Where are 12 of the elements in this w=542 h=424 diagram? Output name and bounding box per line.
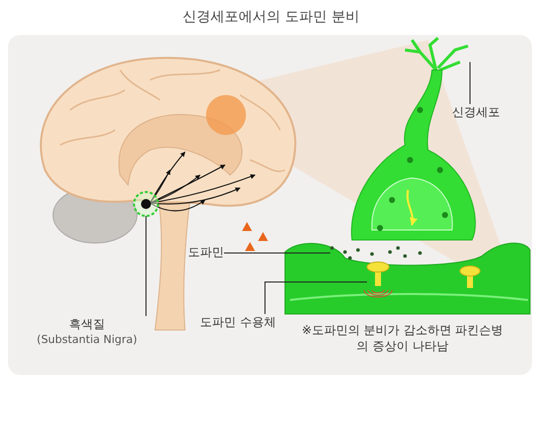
- leader-line: [264, 282, 368, 314]
- node-label: 도파민: [188, 244, 224, 261]
- leader-line: [224, 252, 331, 254]
- dopamine-dots: [330, 246, 422, 260]
- node-label: 신경세포: [452, 104, 500, 121]
- node-label: (Substantia Nigra): [36, 333, 138, 346]
- title: 신경세포에서의 도파민 분비: [182, 8, 360, 26]
- note-text: ※도파민의 분비가 감소하면 파킨슨병의 증상이 나타남: [300, 322, 504, 354]
- receptor-symbol: [366, 262, 390, 286]
- substantia-nigra-marker: [133, 191, 159, 217]
- node-label: 흑색질: [68, 316, 106, 333]
- node-label: 도파민 수용체: [200, 314, 276, 331]
